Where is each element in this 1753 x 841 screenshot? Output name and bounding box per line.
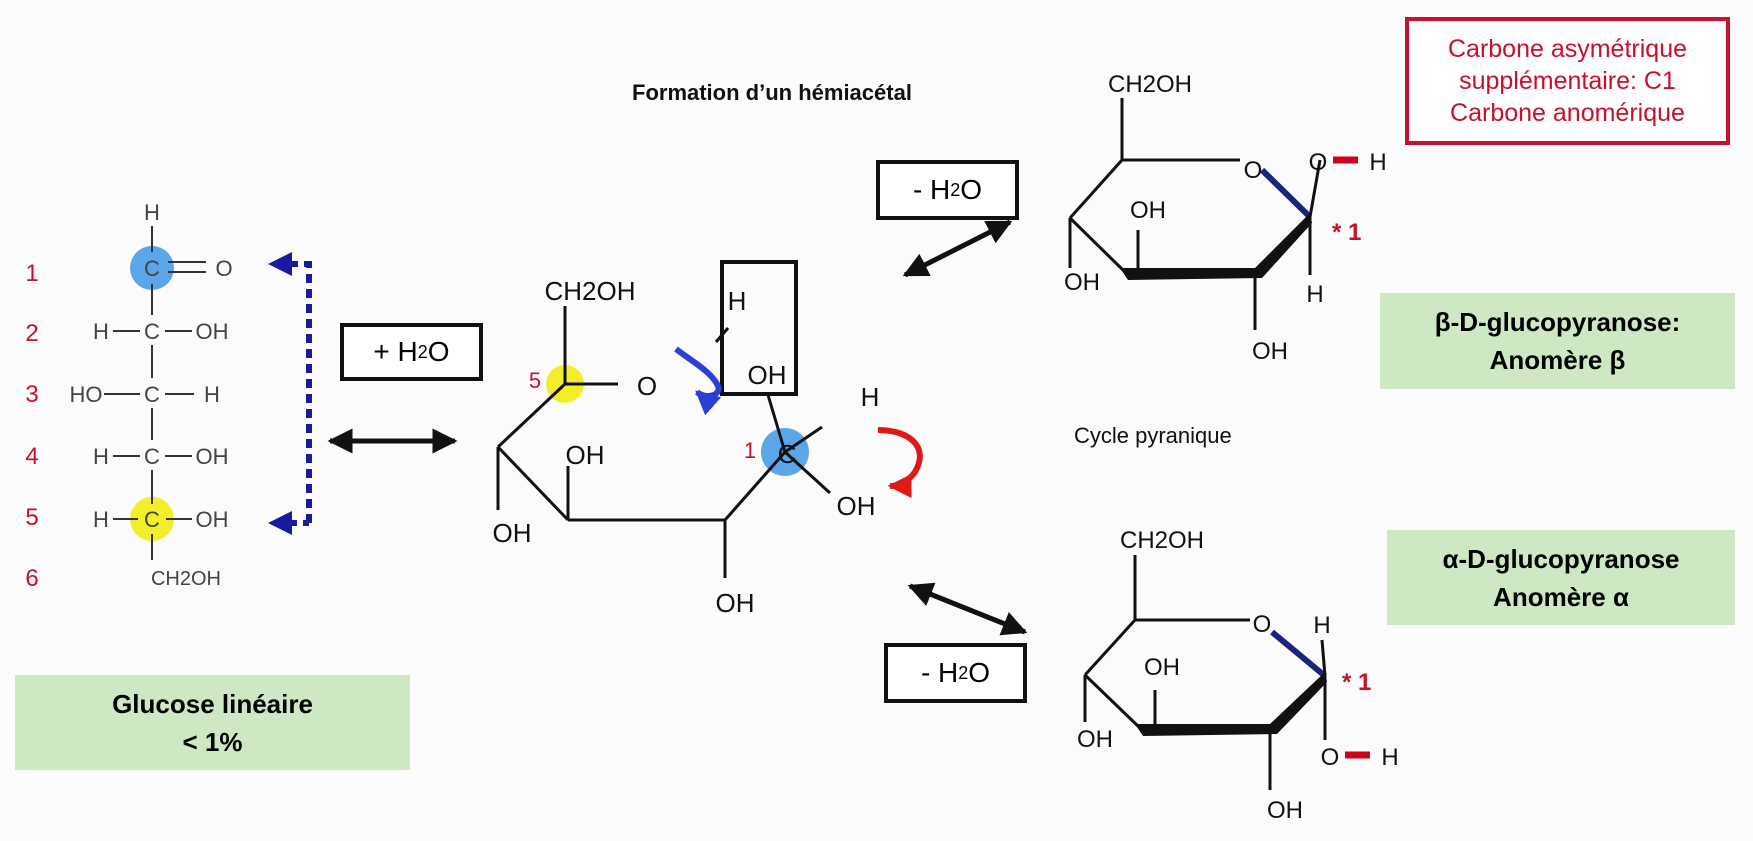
linear-caption-line-1: Glucose linéaire	[112, 688, 313, 719]
alpha-oh-c4: OH	[1144, 654, 1180, 681]
alpha-anomer-structure: CH2OH O H OH OH O H OH * 1	[1077, 527, 1399, 824]
c1-highlight	[130, 246, 174, 290]
alpha-oh-c3: OH	[1077, 726, 1113, 753]
add-water-tail: O	[427, 336, 450, 367]
intermediate-number-1: 1	[744, 438, 756, 463]
add-water-subscript: 2	[417, 341, 428, 362]
linear-glucose: H C O H C OH HO C H H C OH H C OH CH2OH …	[25, 200, 312, 592]
beta-ch2oh: CH2OH	[1108, 71, 1192, 98]
anomeric-carbon-info-box: Carbone asymétrique supplémentaire: C1 C…	[1405, 17, 1730, 145]
remove-water-label-alpha: - H	[920, 657, 959, 688]
linear-h4: H	[93, 444, 109, 469]
beta-o-c1: O	[1309, 149, 1328, 176]
equilibrium-arrow-beta	[902, 219, 1013, 278]
linear-glucose-caption: Glucose linéaire < 1%	[15, 675, 410, 770]
beta-anomeric-star: * 1	[1332, 219, 1361, 246]
cyclization-dashed-arrow	[268, 252, 312, 535]
beta-caption-line-2: Anomère β	[1489, 345, 1626, 375]
carbon-number-5: 5	[25, 504, 38, 531]
linear-c2: C	[144, 319, 160, 344]
linear-h2: H	[93, 319, 109, 344]
beta-oh-c2: OH	[1252, 338, 1288, 365]
intermediate-oh-c3: OH	[493, 518, 532, 548]
linear-oh2: OH	[196, 319, 229, 344]
intermediate-oh-c2: OH	[716, 588, 755, 618]
carbon-number-2: 2	[25, 320, 38, 347]
curved-arrow-blue	[674, 346, 722, 416]
intermediate-ch2oh: CH2OH	[544, 276, 635, 306]
beta-h-oh: H	[1369, 149, 1386, 176]
info-line-2: supplémentaire: C1	[1459, 67, 1676, 95]
remove-water-tail-beta: O	[960, 174, 983, 205]
info-line-1: Carbone asymétrique	[1447, 35, 1687, 63]
intermediate-number-5: 5	[529, 368, 541, 393]
carbon-number-1: 1	[25, 260, 38, 287]
linear-h5: H	[93, 507, 109, 532]
remove-water-tail-alpha: O	[968, 657, 991, 688]
intermediate-oh-c1: OH	[837, 491, 876, 521]
linear-h-top: H	[144, 200, 160, 225]
alpha-caption-line-2: Anomère α	[1493, 581, 1629, 612]
beta-h-c1: H	[1306, 281, 1323, 308]
add-water-label: + H	[373, 336, 418, 367]
beta-oh-c3: OH	[1064, 269, 1100, 296]
alpha-o-c1: O	[1321, 744, 1340, 771]
linear-oh5: OH	[196, 507, 229, 532]
remove-water-subscript-beta: 2	[950, 179, 961, 200]
alpha-anomeric-star: * 1	[1342, 669, 1371, 696]
intermediate-structure: CH2OH O OH OH OH H OH C H OH 5 1	[493, 260, 923, 618]
carbon-number-3: 3	[25, 381, 38, 408]
linear-oh4: OH	[196, 444, 229, 469]
intermediate-h-boxed: H	[728, 286, 747, 316]
linear-ho3: HO	[70, 382, 103, 407]
beta-caption-line-1: β-D-glucopyranose:	[1434, 307, 1681, 337]
c5-highlight	[130, 497, 174, 541]
linear-c5: C	[144, 507, 160, 532]
alpha-ch2oh: CH2OH	[1120, 527, 1204, 554]
alpha-ring-front-edge	[1135, 672, 1327, 736]
linear-o1: O	[215, 256, 232, 281]
alpha-h-oh: H	[1381, 744, 1398, 771]
beta-anomer-structure: CH2OH O O H OH OH OH H * 1	[1064, 71, 1387, 365]
alpha-caption-line-1: α-D-glucopyranose	[1442, 543, 1680, 574]
alpha-h-c1: H	[1313, 612, 1330, 639]
info-line-3: Carbone anomérique	[1450, 99, 1685, 127]
carbon-number-6: 6	[25, 565, 38, 592]
carbon-number-4: 4	[25, 443, 38, 470]
remove-water-label-beta: - H	[912, 174, 951, 205]
remove-water-subscript-alpha: 2	[958, 662, 969, 683]
hydroxyl-highlight-box	[720, 260, 798, 396]
intermediate-o: O	[637, 371, 657, 401]
curved-arrow-red	[877, 427, 923, 498]
linear-c1: C	[144, 256, 160, 281]
alpha-anomer-caption: α-D-glucopyranose Anomère α	[1387, 530, 1735, 625]
alpha-oh-c2: OH	[1267, 797, 1303, 824]
intermediate-oh-c4: OH	[566, 440, 605, 470]
intermediate-oh-boxed: OH	[748, 360, 787, 390]
beta-ring-front-edge	[1120, 213, 1312, 280]
linear-ch2oh6: CH2OH	[151, 568, 221, 590]
cycle-pyranique-label: Cycle pyranique	[1074, 423, 1232, 448]
linear-caption-line-2: < 1%	[182, 726, 243, 757]
linear-h3: H	[204, 382, 220, 407]
beta-ring-o: O	[1244, 157, 1263, 184]
linear-c3: C	[144, 382, 160, 407]
equilibrium-arrow-alpha	[907, 582, 1028, 636]
intermediate-c1: C	[778, 439, 797, 469]
diagram-title: Formation d’un hémiacétal	[632, 80, 912, 105]
intermediate-h-c1: H	[861, 382, 880, 412]
beta-oh-c4: OH	[1130, 197, 1166, 224]
beta-anomer-caption: β-D-glucopyranose: Anomère β	[1380, 293, 1735, 389]
alpha-ring-o: O	[1253, 611, 1272, 638]
linear-c4: C	[144, 444, 160, 469]
